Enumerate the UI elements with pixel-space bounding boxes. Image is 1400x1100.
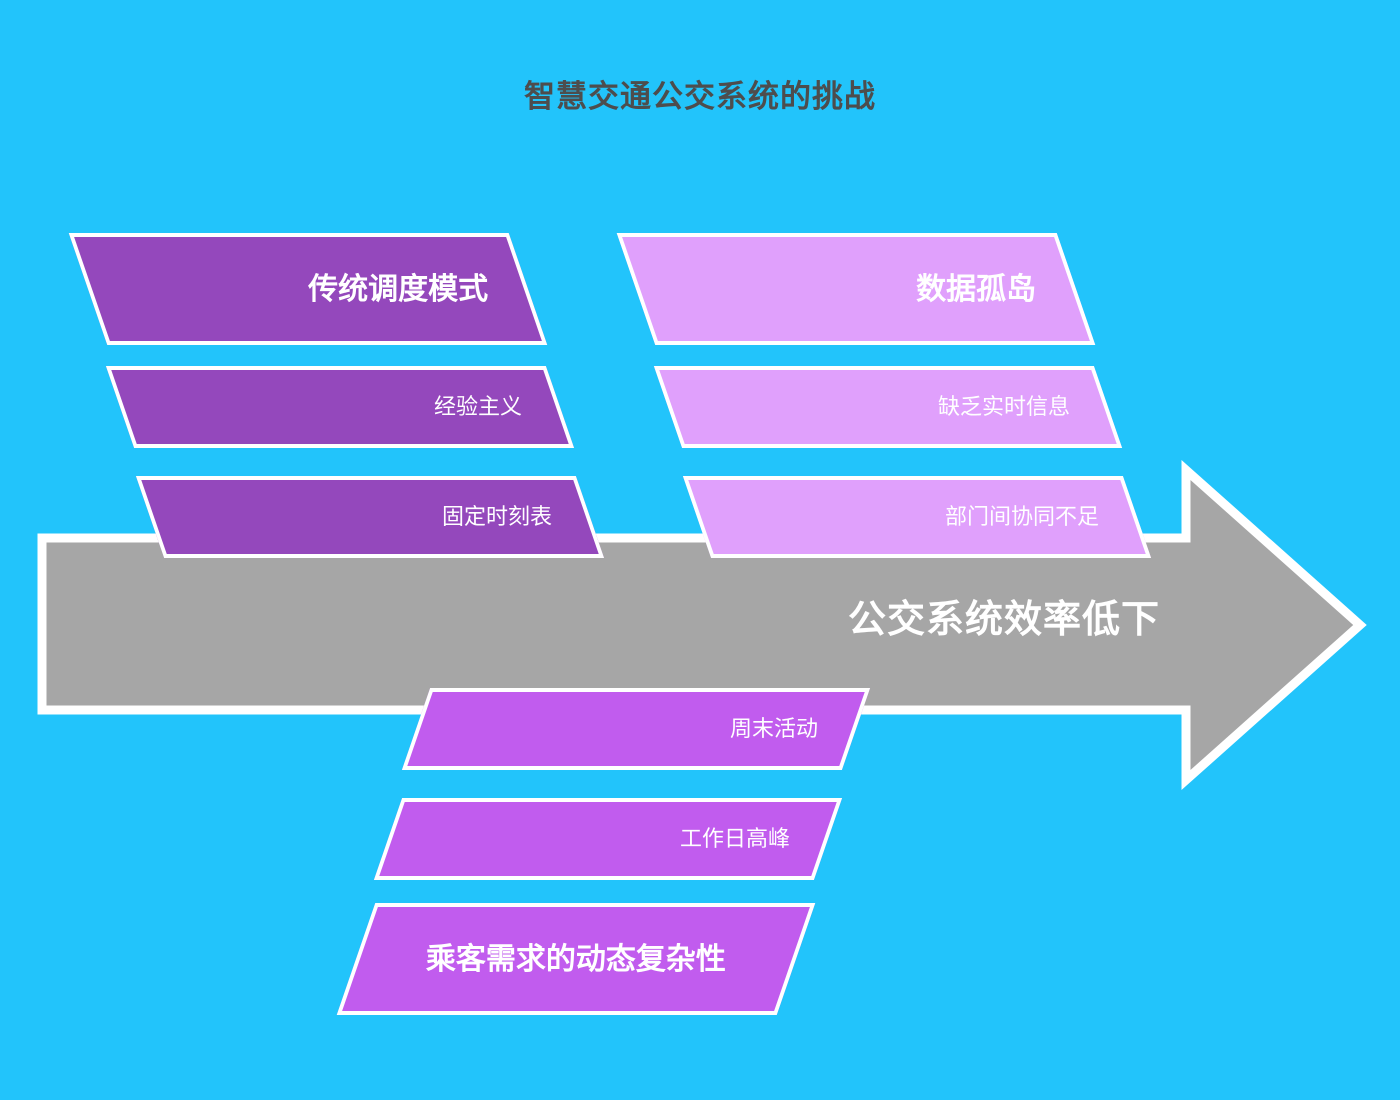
cause-item-label: 部门间协同不足 xyxy=(944,503,1099,529)
cause-group-head-data-silo[interactable]: 数据孤岛 xyxy=(616,233,1096,345)
page-title: 智慧交通公交系统的挑战 xyxy=(524,79,876,114)
cause-group-head-passenger-demand[interactable]: 乘客需求的动态复杂性 xyxy=(336,903,816,1015)
cause-item-label: 经验主义 xyxy=(433,393,522,419)
cause-item-label: 工作日高峰 xyxy=(679,825,790,851)
cause-item-weekend-events[interactable]: 周末活动 xyxy=(401,688,871,770)
cause-group-head-label: 乘客需求的动态复杂性 xyxy=(426,942,726,976)
cause-item-poor-interdept-coordination[interactable]: 部门间协同不足 xyxy=(682,476,1152,558)
cause-item-label: 固定时刻表 xyxy=(441,503,552,529)
cause-item-weekday-peak[interactable]: 工作日高峰 xyxy=(373,798,843,880)
cause-group-head-label: 传统调度模式 xyxy=(308,272,488,306)
cause-item-label: 周末活动 xyxy=(729,715,818,741)
cause-item-experience-based[interactable]: 经验主义 xyxy=(105,366,575,448)
cause-item-lack-realtime-info[interactable]: 缺乏实时信息 xyxy=(653,366,1123,448)
cause-group-head-traditional-dispatch[interactable]: 传统调度模式 xyxy=(68,233,548,345)
cause-item-label: 缺乏实时信息 xyxy=(937,393,1070,419)
cause-group-head-label: 数据孤岛 xyxy=(916,272,1036,306)
cause-item-fixed-timetable[interactable]: 固定时刻表 xyxy=(135,476,605,558)
